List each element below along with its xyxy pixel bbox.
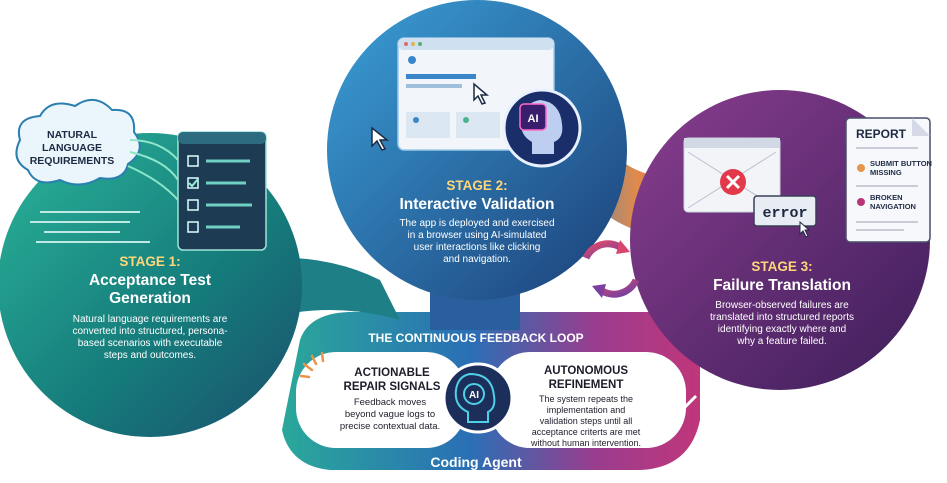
report-card: REPORT SUBMIT BUTTON MISSING BROKEN NAVI… [845, 117, 932, 243]
report-item2-line1: BROKEN [870, 193, 903, 202]
loop-left-desc-3: precise contextual data. [340, 421, 440, 432]
report-title: REPORT [856, 127, 907, 141]
loop-left-title-1: ACTIONABLE [354, 367, 430, 379]
stage2-label: STAGE 2: [446, 178, 507, 193]
stage3-desc-1: Browser-observed failures are [715, 300, 849, 311]
loop-left-desc-1: Feedback moves [354, 397, 427, 408]
loop-right-desc-2: implementation and [547, 405, 626, 415]
coding-agent-label: Coding Agent [430, 454, 522, 470]
flow-lines [127, 139, 179, 201]
loop-right-desc-5: without human intervention. [530, 438, 641, 448]
report-item1-line2: MISSING [870, 168, 902, 177]
stage3-desc-2: translated into structured reports [710, 312, 854, 323]
stage2-title: Interactive Validation [399, 196, 554, 213]
stage3-title: Failure Translation [713, 277, 851, 294]
stage1-desc-1: Natural language requirements are [73, 314, 228, 325]
cloud-line-3: REQUIREMENTS [30, 155, 115, 167]
test-checklist-window [177, 131, 267, 251]
loop-right-desc-3: validation steps until all [540, 416, 633, 426]
ai-head-icon: AI [502, 88, 582, 168]
coding-agent-ai-icon: AI [442, 362, 514, 434]
report-item1-line1: SUBMIT BUTTON [870, 159, 932, 168]
pin-icon-1 [857, 164, 865, 172]
stage1-desc-4: steps and outcomes. [104, 350, 196, 361]
pin-icon-2 [857, 198, 865, 206]
checkbox-icon [187, 221, 199, 233]
loop-left-desc-2: beyond vague logs to [345, 409, 435, 420]
loop-arrow-icon [674, 394, 698, 409]
loop-title: THE CONTINUOUS FEEDBACK LOOP [368, 331, 583, 345]
stage2-desc-3: user interactions like clicking [414, 242, 541, 253]
loop-right-title-1: AUTONOMOUS [544, 365, 628, 377]
cloud-line-1: NATURAL [47, 129, 98, 141]
stage2-desc-1: The app is deployed and exercised [399, 218, 554, 229]
checkbox-icon [187, 155, 199, 167]
stage1-label: STAGE 1: [119, 254, 180, 269]
loop-right-title-2: REFINEMENT [549, 379, 624, 391]
loop-right-panel [490, 352, 686, 448]
ai-chip-text: AI [528, 113, 539, 125]
ai-chip-icon [519, 103, 547, 131]
stage3-desc-4: why a feature failed. [736, 336, 827, 347]
stage2-desc-2: in a browser using AI-simulated [408, 230, 547, 241]
loop-right-desc-4: acceptance criterts are met [532, 427, 641, 437]
checkbox-icon [187, 199, 199, 211]
text-lines-decor [30, 211, 150, 243]
stage1-desc-3: based scenarios with executable [78, 338, 223, 349]
error-label: error [762, 205, 807, 222]
cursor-icon [473, 82, 490, 105]
report-item2-line2: NAVIGATION [870, 202, 916, 211]
stage2-desc-4: and navigation. [443, 254, 511, 265]
stage1-desc-2: converted into structured, persona- [72, 326, 227, 337]
cursor-icon-small [799, 220, 811, 238]
stage1-title-line1: Acceptance Test [89, 272, 211, 289]
loop-left-title-2: REPAIR SIGNALS [344, 381, 441, 393]
loop-left-panel [296, 352, 466, 448]
requirements-cloud: NATURAL LANGUAGE REQUIREMENTS [15, 99, 141, 186]
stage3-label: STAGE 3: [751, 259, 812, 274]
agent-ai-text: AI [469, 390, 479, 401]
checkbox-checked-icon [187, 177, 199, 189]
cycle-arrows-icon [582, 240, 640, 298]
spark-icon [299, 351, 325, 379]
stage1-title-line2: Generation [109, 290, 191, 307]
stage3-desc-3: identifying exactly where and [718, 324, 846, 335]
cloud-line-2: LANGUAGE [42, 142, 102, 154]
cursor-icon-large [371, 126, 390, 151]
error-window-illustration: error [683, 137, 817, 238]
loop-right-desc-1: The system repeats the [539, 394, 633, 404]
